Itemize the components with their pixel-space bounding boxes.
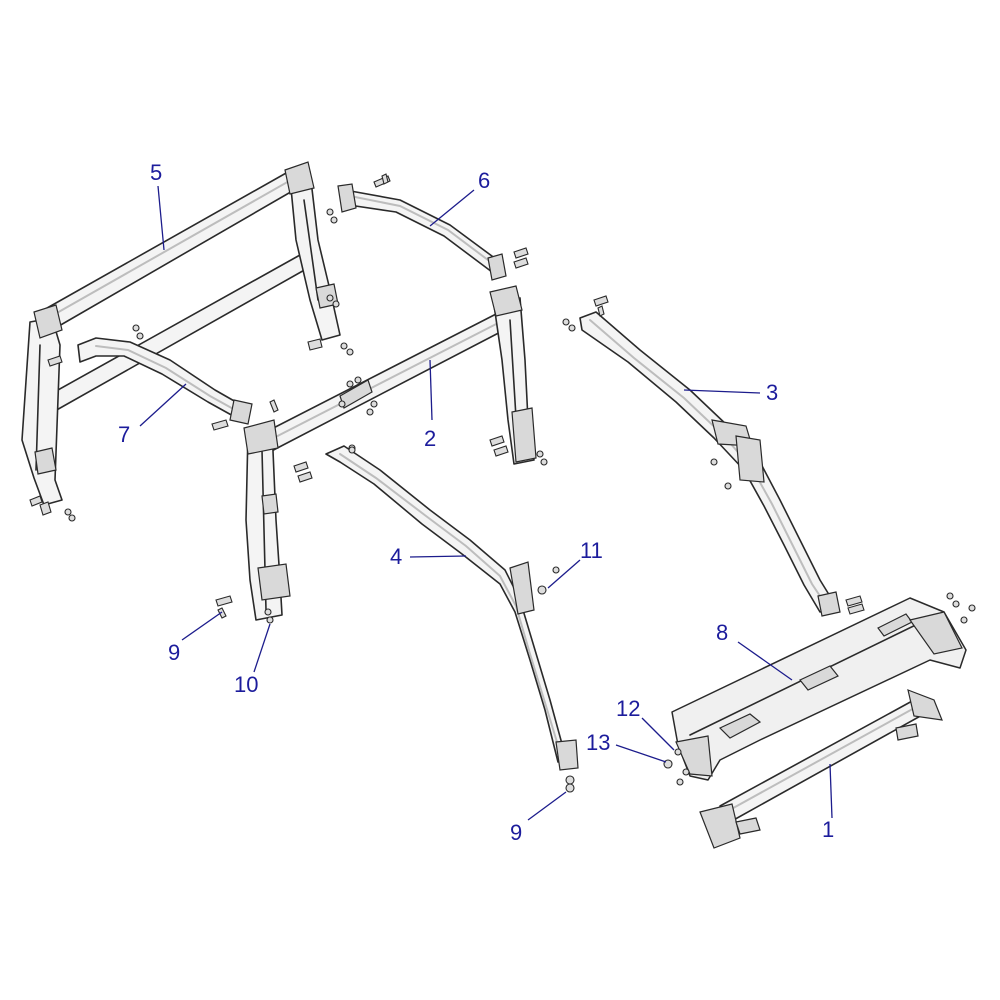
callout-12: 12	[616, 696, 640, 721]
part-4-front-pillar-tube	[325, 445, 579, 793]
part-5-rear-cage-frame	[21, 161, 354, 522]
callout-4: 4	[390, 544, 402, 569]
callout-8: 8	[716, 620, 728, 645]
part-1-lower-bar	[699, 689, 943, 849]
part-6-upper-cross-tube	[326, 173, 529, 281]
part-11-nut	[537, 566, 560, 595]
callout-9: 9	[168, 640, 180, 665]
part-3-side-tube	[562, 295, 865, 617]
callout-13: 13	[586, 730, 610, 755]
part-2-main-frame	[215, 285, 548, 624]
part-7-curved-tube	[77, 337, 279, 431]
callout-5: 5	[150, 160, 162, 185]
callout-11: 11	[580, 538, 603, 563]
leader-lines	[139, 185, 833, 821]
part-13-nut	[663, 759, 684, 786]
callout-10: 10	[234, 672, 258, 697]
part-12-bolt	[674, 748, 690, 776]
callout-1: 1	[822, 817, 834, 842]
callout-9-lower: 9	[510, 820, 522, 845]
callout-2: 2	[424, 426, 436, 451]
callout-7: 7	[118, 422, 130, 447]
part-8-dash-panel	[671, 592, 976, 781]
callout-6: 6	[478, 168, 490, 193]
callout-3: 3	[766, 380, 778, 405]
